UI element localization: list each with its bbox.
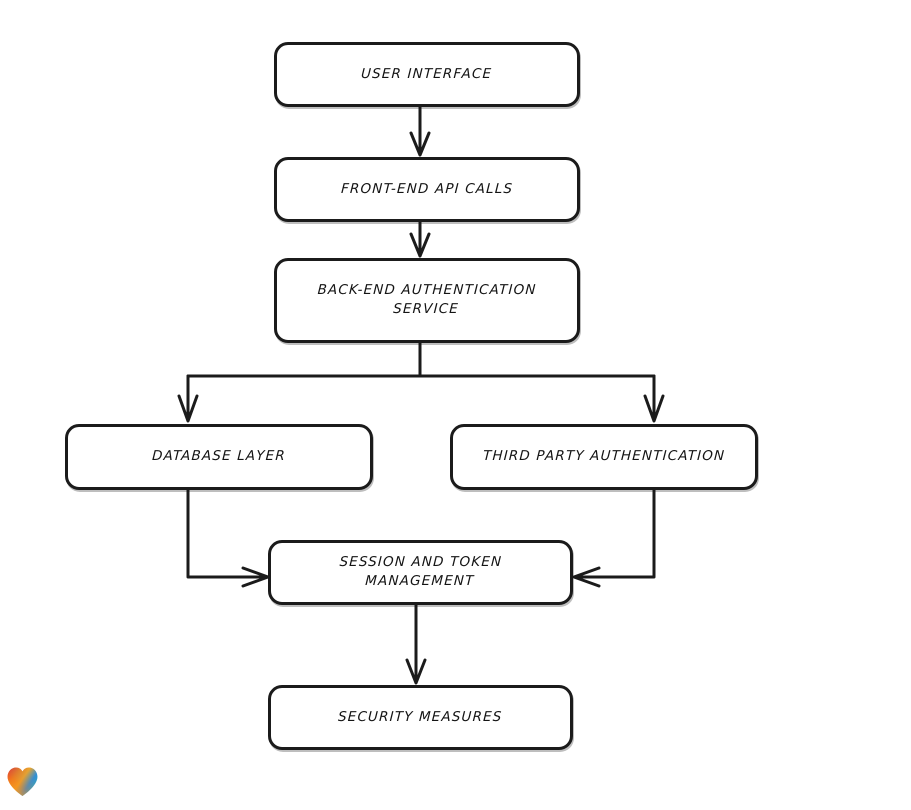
connector-ui-to-api <box>409 105 431 157</box>
node-label-back-end-authentication-service: Back-End Authentication Service <box>317 282 538 318</box>
connector-session-to-security <box>405 603 427 685</box>
connector-backend-split-bus <box>186 341 656 378</box>
connector-thirdparty-to-session <box>572 488 656 588</box>
node-label-third-party-authentication: Third Party Authentication <box>482 448 726 465</box>
node-security-measures[interactable]: Security Measures <box>268 685 573 750</box>
node-session-and-token-management[interactable]: Session and Token Management <box>268 540 573 605</box>
node-front-end-api-calls[interactable]: Front-End API Calls <box>274 157 580 222</box>
node-third-party-authentication[interactable]: Third Party Authentication <box>450 424 758 490</box>
node-label-database-layer: Database Layer <box>151 448 287 465</box>
connector-database-to-session <box>186 488 270 588</box>
node-label-user-interface: User Interface <box>361 65 494 82</box>
node-back-end-authentication-service[interactable]: Back-End Authentication Service <box>274 258 580 343</box>
node-label-security-measures: Security Measures <box>337 708 504 725</box>
connector-api-to-backend <box>409 220 431 258</box>
node-user-interface[interactable]: User Interface <box>274 42 580 107</box>
node-database-layer[interactable]: Database Layer <box>65 424 373 490</box>
connector-backend-to-thirdparty <box>643 374 665 423</box>
heart-icon <box>7 767 38 796</box>
connector-backend-to-database <box>177 374 199 423</box>
node-label-front-end-api-calls: Front-End API Calls <box>340 180 514 197</box>
node-label-session-and-token-management: Session and Token Management <box>339 554 503 590</box>
